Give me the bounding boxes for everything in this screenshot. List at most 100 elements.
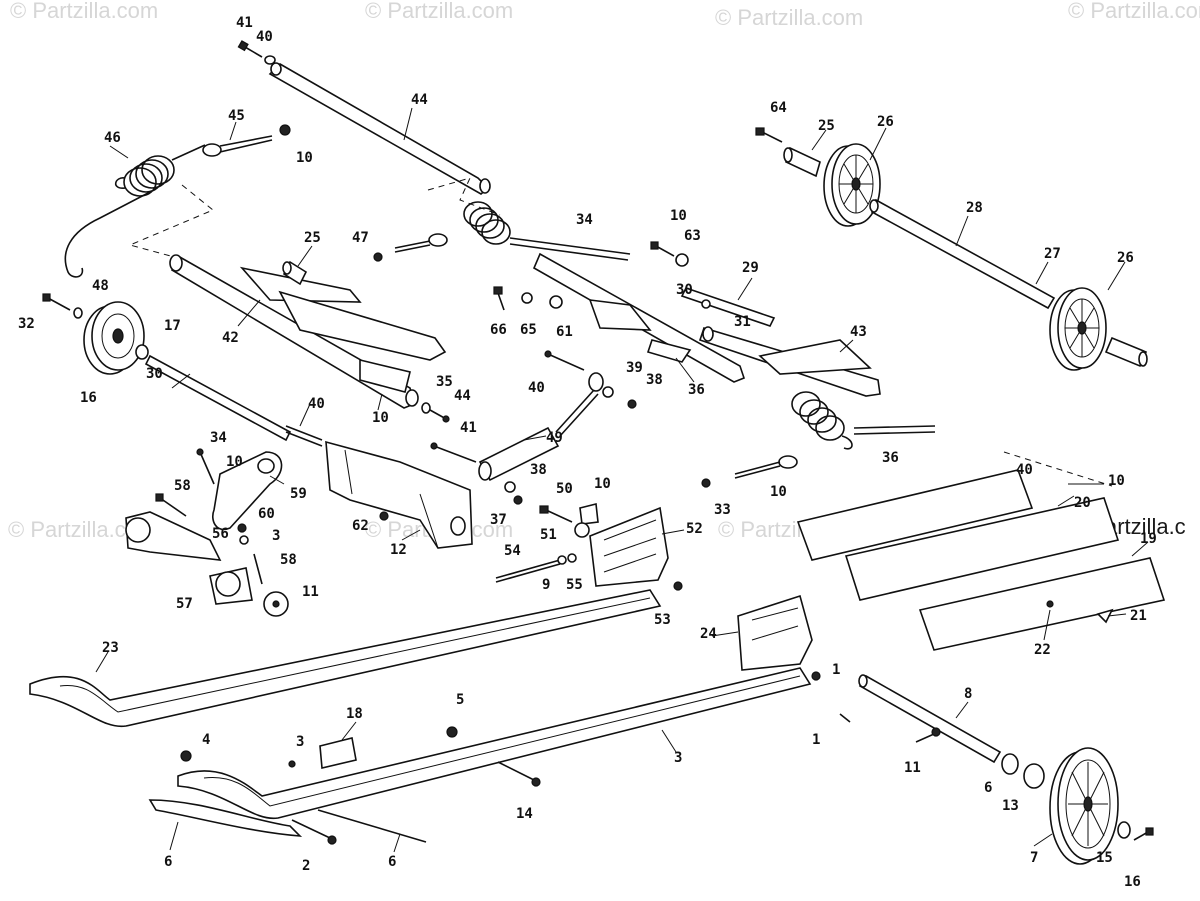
callout-65: 65 <box>520 322 537 338</box>
bolt-38-lower <box>430 442 477 463</box>
callout-1: 1 <box>832 662 840 678</box>
callout-34: 34 <box>576 212 593 228</box>
nut-10-e <box>701 478 711 488</box>
nut-10-a <box>279 124 291 136</box>
shaft-31 <box>680 287 776 327</box>
pin-11-rear <box>839 713 851 723</box>
callout-6: 6 <box>164 854 172 870</box>
callout-32: 32 <box>18 316 35 332</box>
callout-20: 20 <box>1074 495 1091 511</box>
callout-22: 22 <box>1034 642 1051 658</box>
rod-63 <box>509 237 631 261</box>
watermark: © Partzilla.com <box>715 5 864 30</box>
callout-51: 51 <box>540 527 557 543</box>
callout-46: 46 <box>104 130 121 146</box>
track-section-20 <box>796 469 1034 561</box>
spacer-25-top <box>783 146 821 178</box>
track-section-22 <box>918 557 1166 651</box>
callout-6: 6 <box>388 854 396 870</box>
bolt-60 <box>155 493 187 517</box>
link-56 <box>212 451 283 531</box>
callout-11: 11 <box>302 584 319 600</box>
bolt-29 <box>650 241 675 257</box>
callout-12: 12 <box>390 542 407 558</box>
callout-45: 45 <box>228 108 245 124</box>
callout-25: 25 <box>818 118 835 134</box>
callout-54: 54 <box>504 543 521 559</box>
callout-19: 19 <box>1140 531 1157 547</box>
callout-10: 10 <box>594 476 611 492</box>
callout-30: 30 <box>676 282 693 298</box>
callout-1: 1 <box>812 732 820 748</box>
callout-53: 53 <box>654 612 671 628</box>
callout-58: 58 <box>174 478 191 494</box>
spacer-14 <box>1023 763 1045 789</box>
callout-38: 38 <box>530 462 547 478</box>
callout-24: 24 <box>700 626 717 642</box>
bolt-6-b <box>291 819 337 845</box>
eyebolt-34-upper <box>394 233 448 253</box>
callout-29: 29 <box>742 260 759 276</box>
callout-10: 10 <box>296 150 313 166</box>
bolt-64 <box>755 127 783 143</box>
assembly-line <box>1003 451 1113 487</box>
idler-wheel-66 <box>83 301 145 375</box>
callout-8: 8 <box>964 686 972 702</box>
spring-center <box>463 201 511 245</box>
assembly-line <box>128 184 214 259</box>
callout-9: 9 <box>542 577 550 593</box>
callout-39: 39 <box>626 360 643 376</box>
callout-10: 10 <box>770 484 787 500</box>
nut-3-a <box>180 750 192 762</box>
callout-6: 6 <box>984 780 992 796</box>
callout-63: 63 <box>684 228 701 244</box>
callout-25: 25 <box>304 230 321 246</box>
callout-10: 10 <box>226 454 243 470</box>
bracket-5 <box>319 737 357 769</box>
callout-60: 60 <box>258 506 275 522</box>
callout-5: 5 <box>456 692 464 708</box>
washer-40-top <box>264 55 276 65</box>
shaft-44-top <box>268 62 491 195</box>
callout-10: 10 <box>372 410 389 426</box>
bracket-50 <box>325 440 473 549</box>
callout-27: 27 <box>1044 246 1061 262</box>
watermark: © Partzilla.com <box>365 0 514 23</box>
callout-52: 52 <box>686 521 703 537</box>
callout-3: 3 <box>674 750 682 766</box>
wheel-26-bottom <box>1049 287 1107 371</box>
washer-40-mid <box>421 402 431 414</box>
callout-48: 48 <box>92 278 109 294</box>
callout-38: 38 <box>646 372 663 388</box>
callout-15: 15 <box>1096 850 1113 866</box>
rear-wheel-15 <box>1049 747 1119 865</box>
wheel-26-top <box>823 143 881 227</box>
callout-44: 44 <box>454 388 471 404</box>
nut-58 <box>237 523 247 533</box>
bolt-51 <box>539 505 573 523</box>
callout-18: 18 <box>346 706 363 722</box>
washer-53 <box>557 555 567 565</box>
bolt-41-mid <box>429 409 450 423</box>
washer-57 <box>239 535 249 545</box>
bolt-17-left <box>42 293 71 311</box>
callout-7: 7 <box>1030 850 1038 866</box>
callout-64: 64 <box>770 100 787 116</box>
spring-46 <box>64 144 206 278</box>
washer-30-mid <box>675 253 689 267</box>
washer-39 <box>549 295 563 309</box>
rear-slide-8 <box>737 594 813 671</box>
callout-28: 28 <box>966 200 983 216</box>
callout-42: 42 <box>222 330 239 346</box>
washer-16-left <box>73 307 83 319</box>
callout-10: 10 <box>670 208 687 224</box>
watermark: © Partzilla.com <box>10 0 159 23</box>
track-clip-24 <box>1046 600 1054 608</box>
callout-66: 66 <box>490 322 507 338</box>
rod-33 <box>853 425 936 435</box>
shaft-65 <box>144 354 292 442</box>
bolt-59 <box>196 448 215 485</box>
shaft-49 <box>285 425 323 447</box>
bushing-43 <box>701 299 711 309</box>
